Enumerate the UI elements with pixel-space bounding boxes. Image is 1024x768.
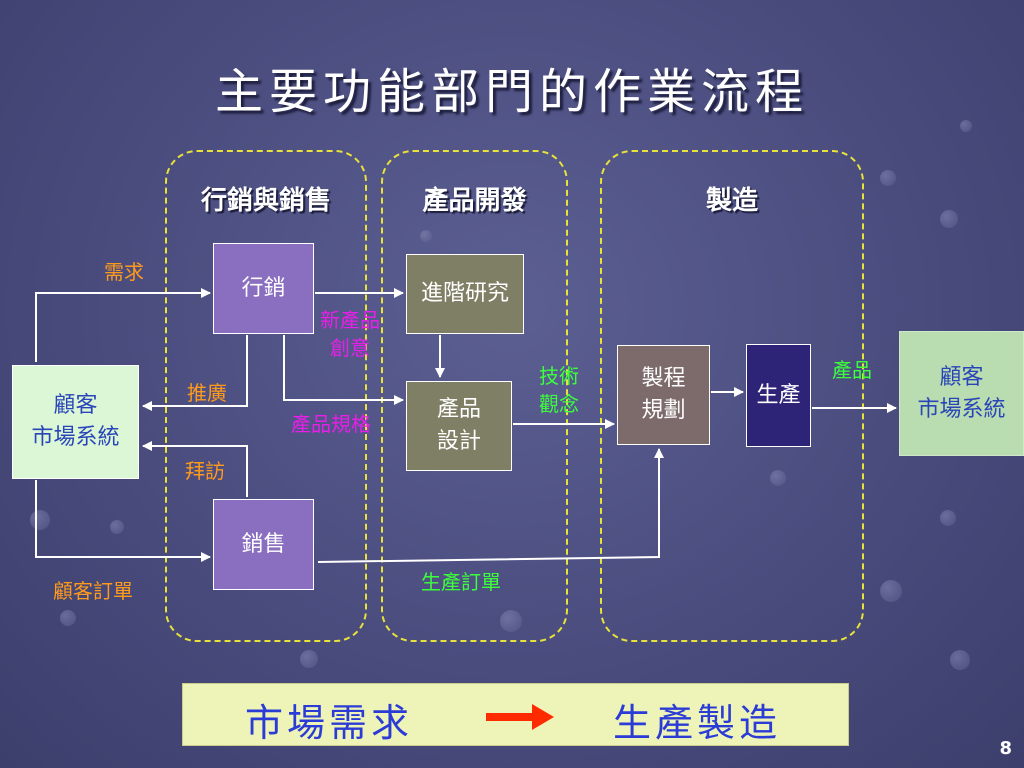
lane-product-development xyxy=(381,150,568,642)
arrow-demand xyxy=(35,288,211,362)
customer-right-line1: 顧客 xyxy=(939,364,984,390)
background-dot xyxy=(500,610,522,632)
product-design-box: 產品設計 xyxy=(406,381,512,471)
customer-market-system-box: 顧客市場系統 xyxy=(12,365,139,479)
process-planning-line1: 製程 xyxy=(641,366,686,391)
lane-title-marketing-sales: 行銷與銷售 xyxy=(200,186,331,216)
background-dot xyxy=(60,610,76,626)
arrow-production-order xyxy=(317,448,664,563)
label-tech-concept-line1: 技術 xyxy=(539,364,579,388)
banner-production-manufacturing: 生產製造 xyxy=(613,701,782,745)
label-demand: 需求 xyxy=(104,260,144,284)
banner-market-demand: 市場需求 xyxy=(245,701,414,745)
customer-market-system-right-box: 顧客市場系統 xyxy=(899,331,1024,456)
customer-label-line2: 市場系統 xyxy=(31,425,120,450)
background-dot xyxy=(950,650,970,670)
arrow-visit xyxy=(142,441,248,497)
background-dot xyxy=(300,650,318,668)
production-box: 生產 xyxy=(746,344,811,447)
label-customer-order: 顧客訂單 xyxy=(53,579,133,603)
sales-box: 銷售 xyxy=(213,499,314,590)
advanced-research-box: 進階研究 xyxy=(406,254,524,334)
product-design-line1: 產品 xyxy=(436,397,481,422)
customer-right-line2: 市場系統 xyxy=(917,396,1006,422)
arrow-customer-order xyxy=(35,480,211,562)
lane-marketing-sales xyxy=(165,150,367,642)
label-product: 產品 xyxy=(832,358,872,382)
arrow-promotion xyxy=(142,335,248,411)
label-visit: 拜訪 xyxy=(185,459,225,483)
label-new-product-idea-line2: 創意 xyxy=(330,336,370,360)
label-new-product-idea: 新產品 創意 xyxy=(320,306,380,362)
label-promotion: 推廣 xyxy=(187,381,227,405)
background-dot xyxy=(940,510,956,526)
label-tech-concept-line2: 觀念 xyxy=(539,392,579,416)
process-planning-box: 製程規劃 xyxy=(617,345,710,445)
label-production-order: 生產訂單 xyxy=(421,570,501,594)
label-new-product-idea-line1: 新產品 xyxy=(320,308,380,332)
product-design-line2: 設計 xyxy=(436,429,481,454)
marketing-box: 行銷 xyxy=(213,243,314,334)
summary-banner: 市場需求 生產製造 xyxy=(182,683,849,746)
lane-title-manufacturing: 製造 xyxy=(705,186,758,216)
lane-title-product-development: 產品開發 xyxy=(422,186,527,216)
label-tech-concept: 技術 觀念 xyxy=(539,362,579,418)
background-dot xyxy=(940,210,958,228)
background-dot xyxy=(880,170,896,186)
page-number: 8 xyxy=(999,738,1012,759)
background-dot xyxy=(960,120,972,132)
background-dot xyxy=(880,580,902,602)
lane-manufacturing xyxy=(600,150,864,642)
process-planning-line2: 規劃 xyxy=(641,398,686,423)
customer-label-line1: 顧客 xyxy=(53,393,98,418)
background-dot xyxy=(420,230,432,242)
banner-arrow-icon xyxy=(486,704,554,730)
background-dot xyxy=(110,520,124,534)
background-dot xyxy=(770,470,786,486)
arrow-product-spec xyxy=(283,335,404,405)
label-product-spec: 產品規格 xyxy=(291,412,371,436)
slide-title: 主要功能部門的作業流程 xyxy=(214,64,809,120)
